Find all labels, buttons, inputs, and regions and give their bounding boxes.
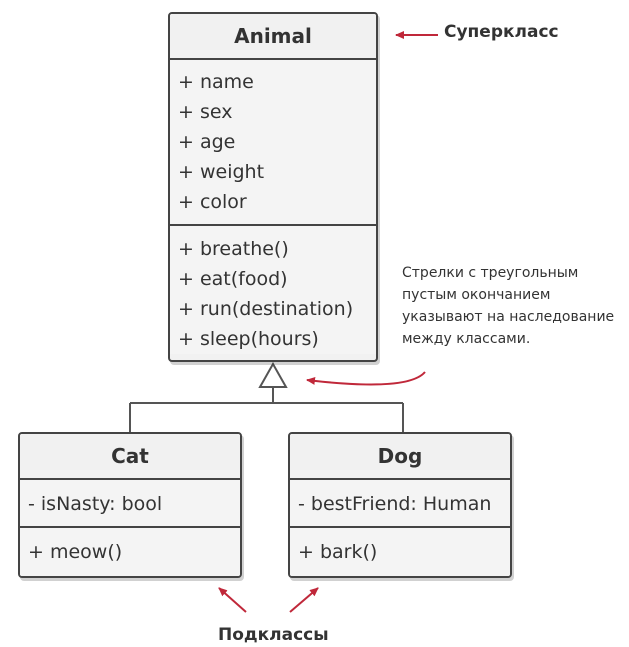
class-name: Dog — [290, 434, 510, 480]
attribute: + color — [178, 191, 247, 213]
operations-section: + bark() — [290, 528, 510, 576]
operation: + run(destination) — [178, 298, 354, 320]
superclass-label: Суперкласс — [444, 22, 559, 42]
attribute: + weight — [178, 161, 265, 183]
inheritance-line — [129, 388, 404, 434]
operation: + meow() — [28, 541, 123, 563]
note-line: пустым окончанием — [402, 287, 551, 303]
attribute: + sex — [178, 101, 233, 123]
attributes-section: - isNasty: bool — [20, 480, 240, 528]
subclass-box-dog: Dog - bestFriend: Human + bark() — [288, 432, 512, 578]
subclass-pointer-arrow-dog — [289, 587, 319, 613]
operations-section: + breathe() + eat(food) + run(destinatio… — [170, 226, 376, 354]
inheritance-note-arrow — [306, 371, 426, 386]
attribute: + age — [178, 131, 236, 153]
class-name: Cat — [20, 434, 240, 480]
attributes-section: - bestFriend: Human — [290, 480, 510, 528]
operation: + breathe() — [178, 238, 289, 260]
inheritance-note: Стрелки с треугольным пустым окончанием … — [402, 262, 624, 350]
note-line: Стрелки с треугольным — [402, 265, 579, 281]
subclass-pointer-arrow-cat — [218, 587, 247, 613]
operation: + sleep(hours) — [178, 328, 319, 350]
operations-section: + meow() — [20, 528, 240, 576]
operation: + bark() — [298, 541, 378, 563]
inheritance-triangle-icon — [258, 361, 288, 388]
subclass-box-cat: Cat - isNasty: bool + meow() — [18, 432, 242, 578]
subclasses-label: Подклассы — [218, 625, 329, 645]
attribute: - bestFriend: Human — [298, 493, 492, 515]
attribute: + name — [178, 71, 254, 93]
operation: + eat(food) — [178, 268, 288, 290]
superclass-box: Animal + name + sex + age + weight + col… — [168, 12, 378, 362]
class-name: Animal — [170, 14, 376, 60]
attributes-section: + name + sex + age + weight + color — [170, 60, 376, 226]
note-line: между классами. — [402, 331, 531, 347]
attribute: - isNasty: bool — [28, 493, 163, 515]
note-line: указывают на наследование — [402, 309, 615, 325]
